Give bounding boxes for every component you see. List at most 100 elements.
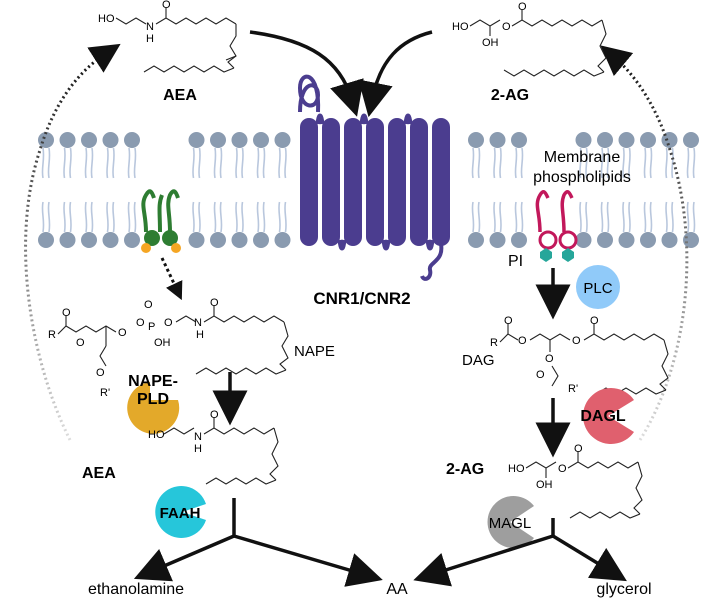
lipid-head — [38, 132, 54, 148]
lipid-head — [210, 232, 226, 248]
svg-text:HO: HO — [148, 429, 165, 441]
lipid-tail — [41, 201, 45, 233]
svg-text:O: O — [62, 307, 71, 319]
aea-top-structure: HO N H O — [98, 0, 237, 73]
lipid-head — [511, 232, 527, 248]
lipid-tail — [520, 147, 524, 179]
lipid-tail — [219, 201, 223, 233]
lipid-head — [81, 132, 97, 148]
lipid-tail — [471, 201, 475, 233]
lipid-tail — [112, 147, 115, 179]
lipid-head — [661, 132, 678, 148]
svg-text:O: O — [76, 337, 85, 349]
lipid-head — [231, 232, 248, 248]
lipid-tail — [579, 201, 582, 233]
plc-enzyme — [576, 265, 620, 309]
lipid-tail — [477, 201, 481, 233]
lipid-head — [489, 132, 506, 148]
two-ag-top-label: 2-AG — [491, 87, 529, 104]
aea-to-receptor-arrow — [249, 30, 364, 117]
plc-label: PLC — [583, 280, 612, 297]
lipid-head — [575, 132, 592, 148]
svg-text:O: O — [118, 327, 127, 339]
lipid-tail — [600, 201, 604, 233]
svg-text:H: H — [194, 443, 202, 455]
two-ag-to-receptor-arrow — [358, 30, 433, 118]
nape-pld-enzyme — [127, 382, 180, 434]
lipid-tail — [649, 201, 653, 233]
lipid-tail — [649, 147, 653, 179]
lipid-head — [231, 132, 248, 148]
lipid-tail — [514, 201, 518, 233]
svg-text:O: O — [210, 297, 219, 309]
lipid-tail — [41, 147, 45, 179]
lipid-tail — [600, 147, 604, 179]
lipid-head — [597, 232, 613, 248]
two-ag-bottom-label: 2-AG — [446, 461, 484, 478]
svg-text:O: O — [558, 463, 567, 475]
lipid-tail — [284, 147, 287, 179]
lipid-head — [683, 132, 699, 148]
svg-text:N: N — [146, 21, 154, 33]
lipid-head — [59, 232, 76, 248]
nape-dotted-arrow — [160, 257, 183, 301]
lipid-tail — [579, 147, 582, 179]
lipid-tail — [213, 201, 217, 233]
lipid-tail — [256, 201, 260, 233]
lipid-head — [575, 232, 592, 248]
pi-lipid — [535, 190, 578, 262]
lipid-tail — [499, 147, 502, 179]
lipid-tail — [606, 147, 610, 179]
nape-structure: R O O O R' O O P O OH O N H O — [48, 297, 289, 399]
svg-text:O: O — [502, 21, 511, 33]
lipid-tail — [256, 147, 260, 179]
lipid-tail — [192, 201, 195, 233]
svg-text:O: O — [96, 367, 105, 379]
lipid-tail — [665, 147, 668, 179]
svg-text:R: R — [48, 329, 56, 341]
dagl-label: DAGL — [580, 408, 626, 425]
lipid-tail — [84, 201, 88, 233]
lipid-head — [102, 132, 119, 148]
lipid-tail — [585, 147, 588, 179]
degradation-arrows — [133, 498, 627, 587]
lipid-tail — [127, 147, 131, 179]
svg-text:R': R' — [568, 383, 578, 395]
svg-text:O: O — [136, 317, 145, 329]
svg-text:N: N — [194, 431, 202, 443]
lipid-tail — [69, 147, 72, 179]
aea-return-arrow — [24, 43, 121, 441]
lipid-tail — [84, 147, 88, 179]
faah-label: FAAH — [160, 505, 201, 522]
lipid-head — [661, 232, 678, 248]
cnr-receptor — [297, 74, 450, 281]
lipid-tail — [585, 201, 588, 233]
lipid-tail — [241, 147, 244, 179]
svg-text:P: P — [148, 321, 155, 333]
svg-text:O: O — [572, 335, 581, 347]
dag-structure: R O O O O R' O O — [490, 315, 669, 395]
lipid-tail — [692, 147, 696, 179]
svg-text:OH: OH — [154, 337, 171, 349]
lipid-head — [188, 132, 205, 148]
lipid-tail — [628, 147, 631, 179]
nape-lipid — [141, 189, 181, 253]
lipid-tail — [133, 147, 137, 179]
two-ag-top-structure: HO OH O O — [452, 1, 607, 77]
lipid-head — [81, 232, 97, 248]
lipid-tail — [235, 147, 238, 179]
lipid-tail — [622, 147, 625, 179]
lipid-tail — [127, 201, 131, 233]
lipid-head — [102, 232, 119, 248]
lipid-tail — [284, 201, 287, 233]
svg-text:HO: HO — [98, 13, 115, 25]
lipid-head — [683, 232, 699, 248]
svg-text:O: O — [164, 317, 173, 329]
lipid-tail — [235, 201, 238, 233]
lipid-head — [38, 232, 54, 248]
magl-label: MAGL — [489, 515, 532, 532]
svg-text:H: H — [196, 329, 204, 341]
lipid-head — [210, 132, 226, 148]
lipid-tail — [63, 201, 66, 233]
lipid-head — [124, 232, 140, 248]
